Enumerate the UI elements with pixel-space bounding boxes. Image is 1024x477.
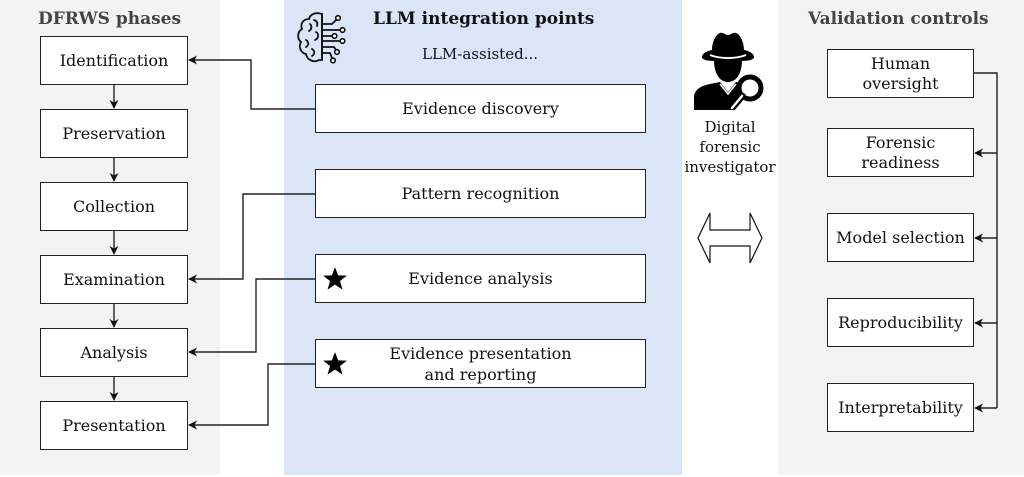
llm-item-label: Pattern recognition <box>401 184 560 203</box>
detective-with-magnifier-icon <box>694 32 764 110</box>
brain-circuit-icon <box>297 12 346 64</box>
llm-integration-title: LLM integration points <box>373 9 595 29</box>
phase-identification: Identification <box>40 36 188 85</box>
llm-assisted-subtitle: LLM-assisted... <box>422 45 538 63</box>
phase-analysis: Analysis <box>40 328 188 377</box>
phase-presentation: Presentation <box>40 401 188 450</box>
phase-examination: Examination <box>40 255 188 304</box>
control-human-oversight: Human oversight <box>827 49 974 98</box>
llm-integration-panel <box>284 0 682 475</box>
llm-item-label: Evidence discovery <box>402 99 559 118</box>
star-icon <box>323 266 347 290</box>
control-interpretability: Interpretability <box>827 383 974 432</box>
llm-item-label: Evidence presentation and reporting <box>389 343 572 384</box>
control-reproducibility: Reproducibility <box>827 298 974 347</box>
phase-collection: Collection <box>40 182 188 231</box>
llm-item-label: Evidence analysis <box>408 269 553 288</box>
llm-item-evidence-presentation: Evidence presentation and reporting <box>315 339 646 388</box>
control-model-selection: Model selection <box>827 213 974 262</box>
llm-item-pattern-recognition: Pattern recognition <box>315 169 646 218</box>
validation-controls-title: Validation controls <box>808 9 989 29</box>
control-forensic-readiness: Forensic readiness <box>827 128 974 177</box>
dfrws-phases-title: DFRWS phases <box>38 9 182 29</box>
phase-preservation: Preservation <box>40 109 188 158</box>
star-icon <box>323 351 347 375</box>
investigator-label: Digital forensic investigator <box>684 118 776 176</box>
double-arrow-icon <box>697 212 763 264</box>
llm-item-evidence-discovery: Evidence discovery <box>315 84 646 133</box>
llm-item-evidence-analysis: Evidence analysis <box>315 254 646 303</box>
